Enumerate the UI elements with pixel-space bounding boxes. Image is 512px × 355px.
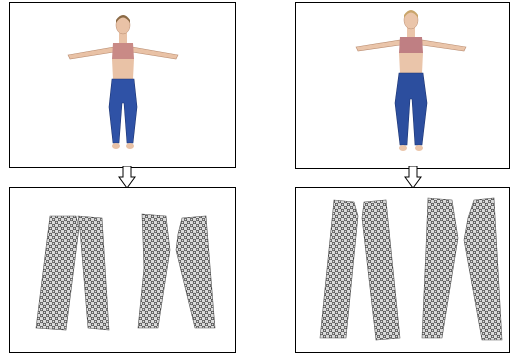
pattern-piece-front-left [36, 216, 79, 330]
left-arm [68, 47, 114, 59]
pattern-piece-front-left [320, 200, 358, 338]
left-arm [356, 40, 400, 51]
pattern-panel-right [295, 187, 510, 353]
jeans [395, 73, 427, 145]
right-foot [126, 143, 134, 149]
jeans [109, 79, 137, 143]
neck [119, 33, 127, 43]
left-foot [399, 145, 407, 151]
pattern-piece-back-left [362, 200, 400, 340]
pattern-piece-back-left [78, 216, 109, 330]
midriff [112, 59, 134, 79]
right-arm [422, 40, 466, 51]
left-foot [112, 143, 120, 149]
figure-panel-right [295, 2, 510, 169]
bikini-top [399, 37, 423, 53]
pattern-piece-front-right [138, 214, 170, 328]
bikini-top [112, 43, 134, 59]
avatar-figure-right [296, 3, 509, 168]
avatar-figure-left [10, 3, 235, 167]
pattern-piece-back-right [464, 198, 502, 340]
pattern-piece-back-right [176, 216, 215, 328]
right-arm [132, 47, 178, 59]
sewing-pattern-left [10, 188, 235, 352]
sewing-pattern-right [296, 188, 509, 352]
right-foot [415, 145, 423, 151]
pattern-piece-front-right [422, 198, 458, 338]
figure-panel-left [9, 2, 236, 168]
pattern-panel-left [9, 187, 236, 353]
midriff [399, 53, 423, 73]
